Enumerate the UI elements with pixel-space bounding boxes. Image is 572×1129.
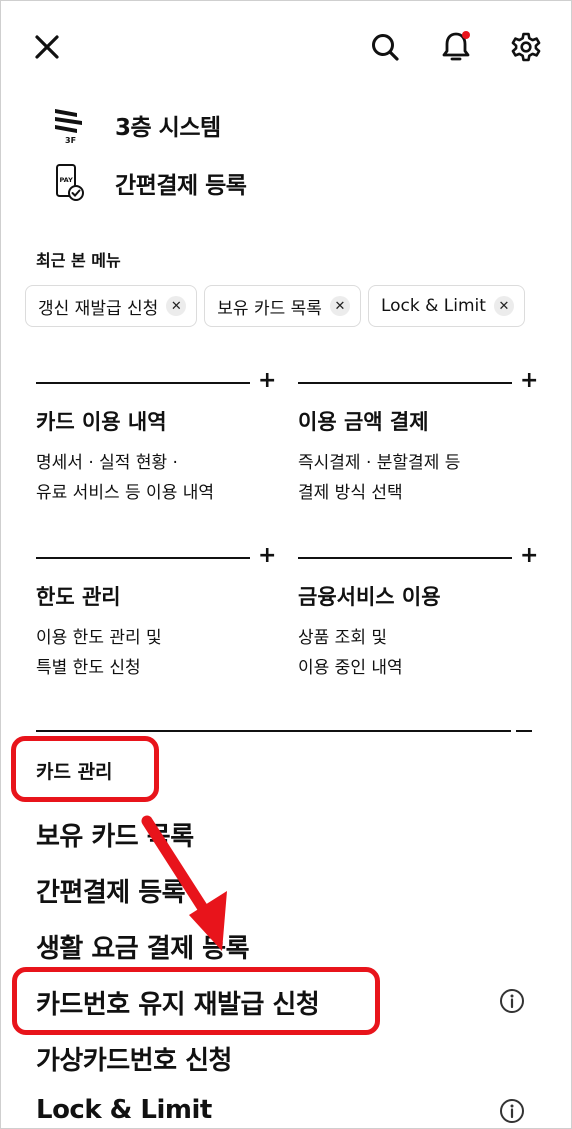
menu-item-utility-payment[interactable]: 생활 요금 결제 등록: [36, 934, 250, 964]
3f-logo-icon: 3F: [51, 105, 87, 145]
chip-close-icon[interactable]: ✕: [493, 296, 514, 316]
menu-item-owned-cards[interactable]: 보유 카드 목록: [36, 822, 194, 852]
category-desc: 이용 한도 관리 및 특별 한도 신청: [36, 628, 162, 678]
divider: [298, 382, 512, 384]
expand-plus-icon[interactable]: +: [258, 368, 277, 393]
gear-icon[interactable]: [508, 29, 544, 65]
divider: [36, 382, 250, 384]
close-icon[interactable]: [29, 29, 65, 65]
category-title: 이용 금액 결제: [298, 410, 429, 434]
recent-menu-chips: 갱신 재발급 신청 ✕ 보유 카드 목록 ✕ Lock & Limit ✕: [25, 285, 525, 327]
menu-item-virtual-card[interactable]: 가상카드번호 신청: [36, 1046, 232, 1076]
recent-chip[interactable]: 보유 카드 목록 ✕: [204, 285, 361, 327]
divider: [298, 557, 512, 559]
info-icon[interactable]: [499, 1098, 525, 1124]
divider: [36, 557, 250, 559]
recent-menu-title: 최근 본 메뉴: [36, 251, 121, 270]
category-desc: 상품 조회 및 이용 중인 내역: [298, 628, 403, 678]
recent-chip-label: Lock & Limit: [380, 296, 486, 316]
expand-plus-icon[interactable]: +: [258, 543, 277, 568]
recent-chip[interactable]: 갱신 재발급 신청 ✕: [25, 285, 198, 327]
card-management-title[interactable]: 카드 관리: [36, 761, 113, 783]
category-title: 카드 이용 내역: [36, 410, 167, 434]
chip-close-icon[interactable]: ✕: [329, 296, 350, 316]
recent-chip-label: 갱신 재발급 신청: [38, 298, 159, 319]
highlight-box-card-management: [11, 736, 159, 802]
divider: [36, 730, 511, 732]
menu-item-lock-limit[interactable]: Lock & Limit: [36, 1095, 212, 1125]
category-title: 금융서비스 이용: [298, 585, 441, 609]
collapse-minus-icon[interactable]: [516, 730, 532, 732]
expand-plus-icon[interactable]: +: [520, 368, 539, 393]
info-icon[interactable]: [499, 988, 525, 1014]
category-desc: 즉시결제 · 분할결제 등 결제 방식 선택: [298, 453, 461, 503]
highlight-box-reissue: [12, 967, 380, 1035]
notification-dot: [462, 31, 470, 39]
expand-plus-icon[interactable]: +: [520, 543, 539, 568]
quick-link-easy-pay[interactable]: PAY 간편결제 등록: [51, 163, 247, 203]
menu-item-easy-pay[interactable]: 간편결제 등록: [36, 878, 186, 908]
chip-close-icon[interactable]: ✕: [166, 296, 187, 316]
category-desc: 명세서 · 실적 현황 · 유료 서비스 등 이용 내역: [36, 453, 215, 503]
svg-text:3F: 3F: [65, 136, 76, 145]
pay-phone-icon: PAY: [51, 163, 87, 203]
recent-chip[interactable]: Lock & Limit ✕: [367, 285, 525, 327]
svg-text:PAY: PAY: [60, 176, 74, 184]
quick-link-3f-system[interactable]: 3F 3층 시스템: [51, 105, 221, 145]
menu-item-reissue[interactable]: 카드번호 유지 재발급 신청: [36, 990, 320, 1020]
recent-chip-label: 보유 카드 목록: [217, 298, 322, 319]
category-title: 한도 관리: [36, 585, 121, 609]
search-icon[interactable]: [367, 29, 403, 65]
bell-icon[interactable]: [438, 29, 474, 65]
